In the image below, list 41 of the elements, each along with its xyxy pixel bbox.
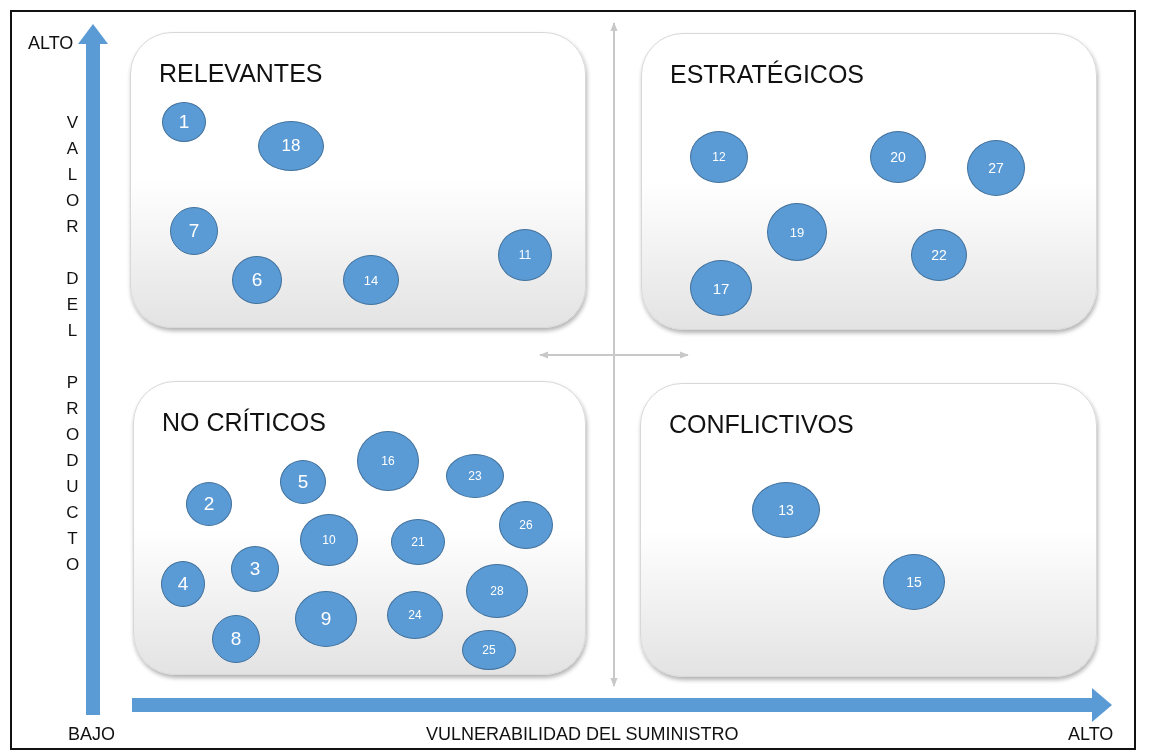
number-circle: 21 <box>391 519 445 565</box>
number-circle: 15 <box>883 554 945 610</box>
number-circle: 9 <box>295 591 357 647</box>
axis-label: ALTO <box>1068 724 1114 745</box>
number-circle: 14 <box>343 255 399 305</box>
number-circle: 6 <box>232 256 282 304</box>
number-circle: 1 <box>162 102 206 142</box>
number-circle: 24 <box>387 591 443 639</box>
number-circle: 23 <box>446 454 504 498</box>
number-circle: 28 <box>466 564 528 618</box>
number-circle: 26 <box>499 501 553 549</box>
quadrant-box <box>130 32 586 328</box>
number-circle: 22 <box>911 229 967 281</box>
number-circle: 16 <box>357 431 419 491</box>
number-circle: 19 <box>767 203 827 261</box>
axis-label: VALOR DEL PRODUCTO <box>64 112 81 576</box>
number-circle: 27 <box>967 140 1025 196</box>
quadrant-title: NO CRÍTICOS <box>162 408 326 437</box>
number-circle: 20 <box>870 131 926 183</box>
quadrant-box <box>640 383 1097 677</box>
number-circle: 13 <box>752 482 820 538</box>
number-circle: 4 <box>161 561 205 607</box>
number-circle: 8 <box>212 615 260 663</box>
quadrant-box <box>133 381 586 675</box>
number-circle: 7 <box>170 207 218 255</box>
axis-label: BAJO <box>68 724 115 745</box>
number-circle: 10 <box>300 514 358 566</box>
number-circle: 12 <box>690 131 748 183</box>
number-circle: 11 <box>498 229 552 281</box>
quadrant-box <box>641 33 1097 330</box>
number-circle: 5 <box>280 460 326 504</box>
axis-label: VULNERABILIDAD DEL SUMINISTRO <box>426 724 739 745</box>
quadrant-title: CONFLICTIVOS <box>669 410 854 439</box>
quadrant-title: ESTRATÉGICOS <box>670 60 864 89</box>
axis-label: ALTO <box>28 33 74 54</box>
number-circle: 18 <box>258 121 324 171</box>
quadrant-title: RELEVANTES <box>159 59 323 88</box>
number-circle: 2 <box>186 482 232 526</box>
number-circle: 17 <box>690 260 752 316</box>
number-circle: 25 <box>462 630 516 670</box>
number-circle: 3 <box>231 546 279 592</box>
